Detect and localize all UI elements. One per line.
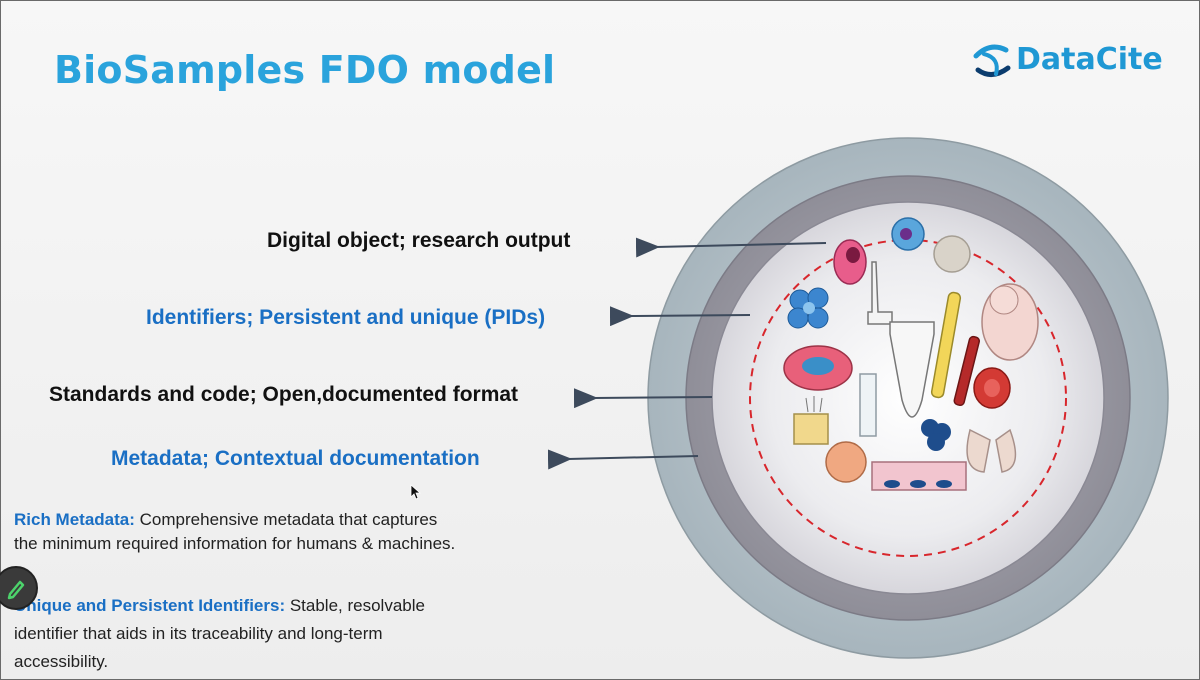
lungs-icon [966, 428, 1017, 473]
label-standards: Standards and code; Open,documented form… [49, 383, 519, 406]
arrow-metadata [547, 449, 699, 470]
identifiers-term: Unique and Persistent Identifiers: [14, 596, 286, 615]
pen-tool-button[interactable] [0, 566, 38, 610]
embryo-cluster-icon [787, 287, 829, 329]
pen-icon [7, 580, 25, 600]
sample-tube-icon [889, 321, 935, 418]
label-metadata: Metadata; Contextual documentation [111, 447, 480, 470]
logo-text: DataCite [1016, 42, 1163, 77]
cuvette-icon [859, 373, 877, 437]
blood-tube-icon [953, 335, 980, 407]
arrow-digital-object [635, 237, 827, 258]
datacite-logo-icon [973, 44, 1011, 77]
datacite-logo: DataCite [970, 40, 1170, 84]
arrow-standards [573, 388, 713, 409]
rich-metadata-term: Rich Metadata: [14, 510, 135, 529]
tumor-cells-icon [921, 419, 951, 451]
sample-illustrations [783, 217, 1039, 491]
rich-metadata-text: Comprehensive metadata that captures the… [14, 510, 456, 553]
identifiers-description: Unique and Persistent Identifiers: Stabl… [14, 592, 464, 676]
skin-sample-icon [793, 413, 829, 445]
slide-title: BioSamples FDO model [54, 48, 556, 92]
label-identifiers: Identifiers; Persistent and unique (PIDs… [146, 306, 546, 329]
grey-cell-icon [933, 235, 971, 273]
yellow-tube-icon [930, 291, 962, 399]
identifiers-text: Stable, resolvable identifier that aids … [14, 596, 425, 671]
rich-metadata-description: Rich Metadata: Comprehensive metadata th… [14, 508, 464, 556]
arrow-identifiers [609, 306, 751, 327]
cursor-icon [410, 484, 422, 500]
label-digital-object: Digital object; research output [267, 229, 571, 252]
tissue-icon [825, 441, 867, 483]
